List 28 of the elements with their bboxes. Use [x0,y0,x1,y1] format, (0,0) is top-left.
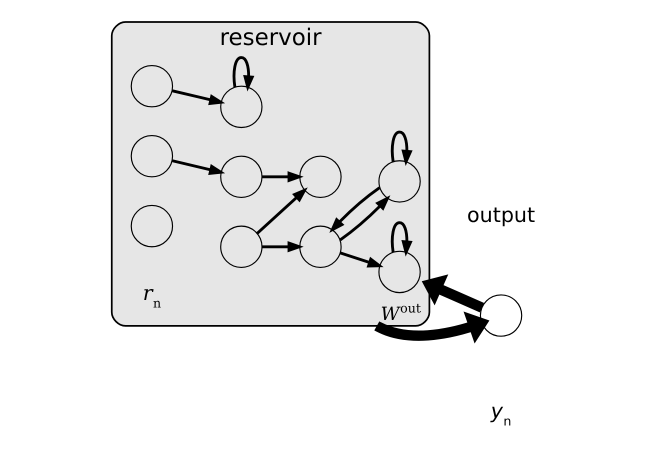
arrow [390,130,412,166]
node-circle [130,134,173,178]
arrow [262,241,304,252]
edge-label: W$^{out}$ [380,300,420,325]
arrow [373,312,489,344]
node-circle [378,250,420,294]
label: r$_{n}$ [142,280,161,310]
node-label: y$_{n}$ [490,399,511,429]
node-label: output [466,202,535,227]
arrow [172,89,225,106]
arrow [172,159,225,176]
arrow [232,56,254,92]
arrow [262,171,304,182]
arrow [256,187,308,234]
node-circle [220,86,262,128]
arrow [421,274,484,312]
arrow [328,186,380,233]
node-circle [298,156,342,198]
node-circle [220,156,262,198]
arrow [339,252,384,268]
node-circle [130,204,173,248]
arrow [338,195,390,242]
node-circle [378,160,420,203]
node-circle [130,65,173,108]
node-circle [220,226,262,268]
arrow [390,221,412,257]
node-circle [298,226,342,268]
node-circle [479,294,522,337]
